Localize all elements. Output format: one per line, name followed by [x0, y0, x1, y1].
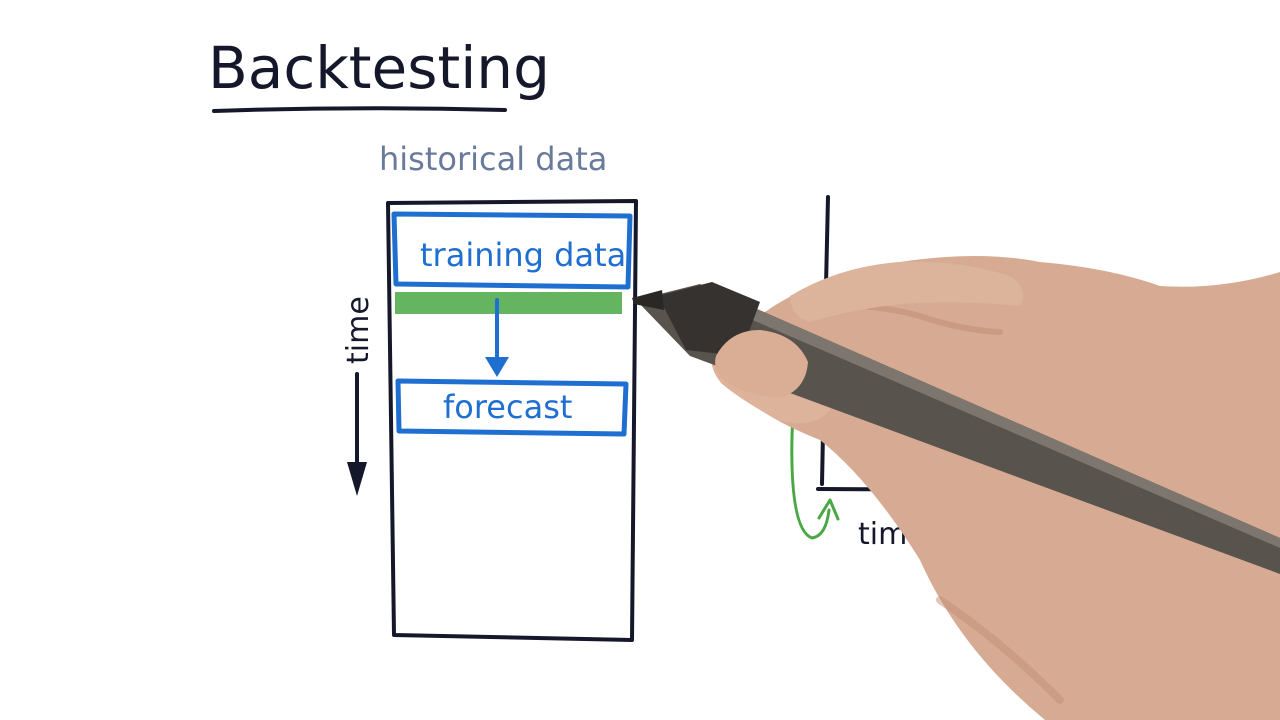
flow-arrow-head	[485, 357, 509, 377]
left-time-axis-label: time	[341, 296, 376, 364]
title-underline	[212, 106, 507, 113]
left-time-axis-arrowhead	[347, 462, 367, 496]
hand-with-pen-illustration	[632, 256, 1280, 720]
training-data-label: training data	[420, 236, 626, 274]
historical-data-label: historical data	[379, 140, 607, 178]
historical-data-frame	[386, 199, 638, 642]
diagram-title: Backtesting	[208, 34, 550, 102]
forecast-label: forecast	[443, 388, 572, 426]
green-bracket-arrowhead	[817, 498, 840, 521]
training-data-box	[391, 211, 633, 290]
forecast-box	[395, 378, 629, 437]
green-highlight-band	[395, 292, 622, 314]
